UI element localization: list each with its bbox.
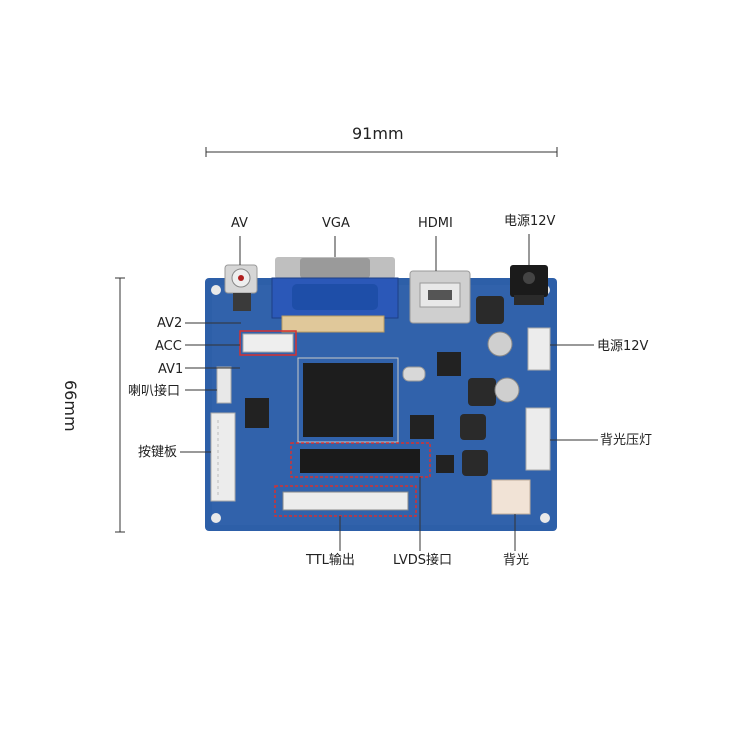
power-jack: [510, 265, 548, 305]
backlight-driver-connector: [525, 407, 551, 471]
chip: [437, 352, 461, 376]
power-right-connector: [527, 327, 551, 371]
label-av1: AV1: [158, 362, 184, 377]
ttl-connector: [282, 491, 409, 511]
crystal: [402, 366, 426, 382]
main-chip: [303, 363, 393, 437]
chip: [410, 415, 434, 439]
label-keypad: 按键板: [138, 445, 178, 460]
chip: [245, 398, 269, 428]
label-backlight-driver: 背光压灯: [600, 433, 653, 448]
inductor: [468, 378, 496, 406]
backlight-connector: [491, 479, 531, 515]
label-hdmi: HDMI: [418, 216, 453, 231]
label-lvds: LVDS接口: [393, 553, 452, 568]
av-jack: [224, 264, 258, 311]
label-ttl: TTL输出: [306, 553, 355, 568]
keypad-connector: [210, 412, 236, 502]
inductor: [462, 450, 488, 476]
acc-connector: [242, 333, 294, 353]
capacitor: [494, 377, 520, 403]
mount-hole: [211, 513, 221, 523]
label-vga: VGA: [322, 216, 350, 231]
height-dimension-line: [115, 277, 125, 533]
capacitor: [487, 331, 513, 357]
inductor: [476, 296, 504, 324]
width-dimension-line: [205, 147, 558, 157]
label-power-right: 电源12V: [597, 339, 649, 354]
av1-connector: [216, 366, 232, 404]
chip: [436, 455, 454, 473]
width-dimension-label: 91mm: [352, 124, 404, 143]
inductor: [460, 414, 486, 440]
label-av: AV: [231, 216, 248, 231]
vga-connector: [271, 257, 399, 333]
label-backlight: 背光: [503, 553, 530, 568]
mount-hole: [540, 513, 550, 523]
label-acc: ACC: [155, 339, 182, 354]
label-av2: AV2: [157, 316, 183, 331]
hdmi-connector: [409, 270, 471, 324]
lvds-header: [300, 449, 420, 473]
label-power-top: 电源12V: [504, 214, 556, 229]
mount-hole: [211, 285, 221, 295]
label-speaker: 喇叭接口: [128, 384, 181, 399]
